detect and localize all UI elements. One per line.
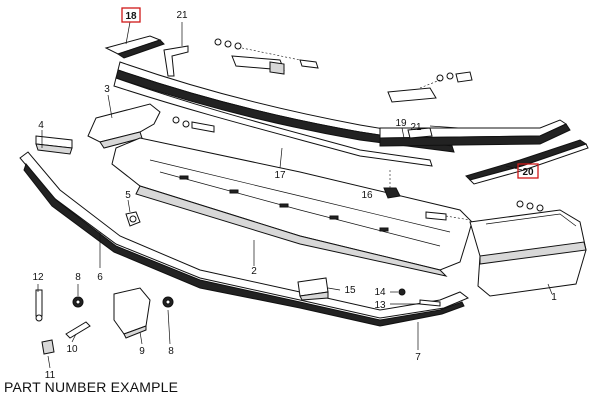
callout-15: 15 <box>344 285 356 296</box>
grommet-8-right <box>162 296 174 308</box>
grommet-8-left <box>72 296 84 308</box>
upper-trim-strip-18 <box>104 35 165 59</box>
highlight-box-20 <box>517 163 539 179</box>
leader-lines <box>37 21 553 369</box>
callout-18: 18 <box>125 11 137 22</box>
bumper-carrier-2 <box>111 137 473 277</box>
nut-16 <box>383 170 401 199</box>
callout-3: 3 <box>104 84 110 95</box>
bracket-21-left <box>163 22 189 77</box>
clip-10 <box>65 321 91 339</box>
callout-21-right: 21 <box>410 122 422 133</box>
bracket-15 <box>297 277 329 301</box>
callout-4: 4 <box>38 120 44 131</box>
cap-11 <box>41 339 55 355</box>
rub-strip-6 <box>19 151 469 327</box>
callout-6: 6 <box>97 272 103 283</box>
callout-11: 11 <box>45 370 56 381</box>
callout-19: 19 <box>395 118 407 129</box>
bolt-12 <box>35 289 43 322</box>
clip-5 <box>125 211 141 227</box>
callout-9: 9 <box>139 346 145 357</box>
callout-16: 16 <box>361 190 373 201</box>
callout-20: 20 <box>522 167 534 178</box>
callout-21-top: 21 <box>176 10 188 21</box>
end-cap-4 <box>35 135 73 155</box>
callout-2: 2 <box>251 266 257 277</box>
callout-12: 12 <box>32 272 44 283</box>
callout-5: 5 <box>125 190 131 201</box>
callout-8-left: 8 <box>75 272 81 283</box>
washer-14 <box>398 288 406 296</box>
diagram-caption: PART NUMBER EXAMPLE <box>4 379 179 395</box>
callout-13: 13 <box>374 300 386 311</box>
upper-bracket-hardware <box>214 38 473 103</box>
bolt-13 <box>419 299 441 307</box>
callout-1: 1 <box>551 292 557 303</box>
callout-7: 7 <box>415 352 421 363</box>
bracket-21-right <box>407 127 433 139</box>
callout-14: 14 <box>374 287 386 298</box>
bumper-cover-1 <box>425 200 587 297</box>
highlight-box-18 <box>121 7 141 23</box>
callout-8-right: 8 <box>168 346 174 357</box>
spring-nut-9 <box>113 287 151 339</box>
callout-17: 17 <box>274 170 286 181</box>
callout-10: 10 <box>66 344 78 355</box>
